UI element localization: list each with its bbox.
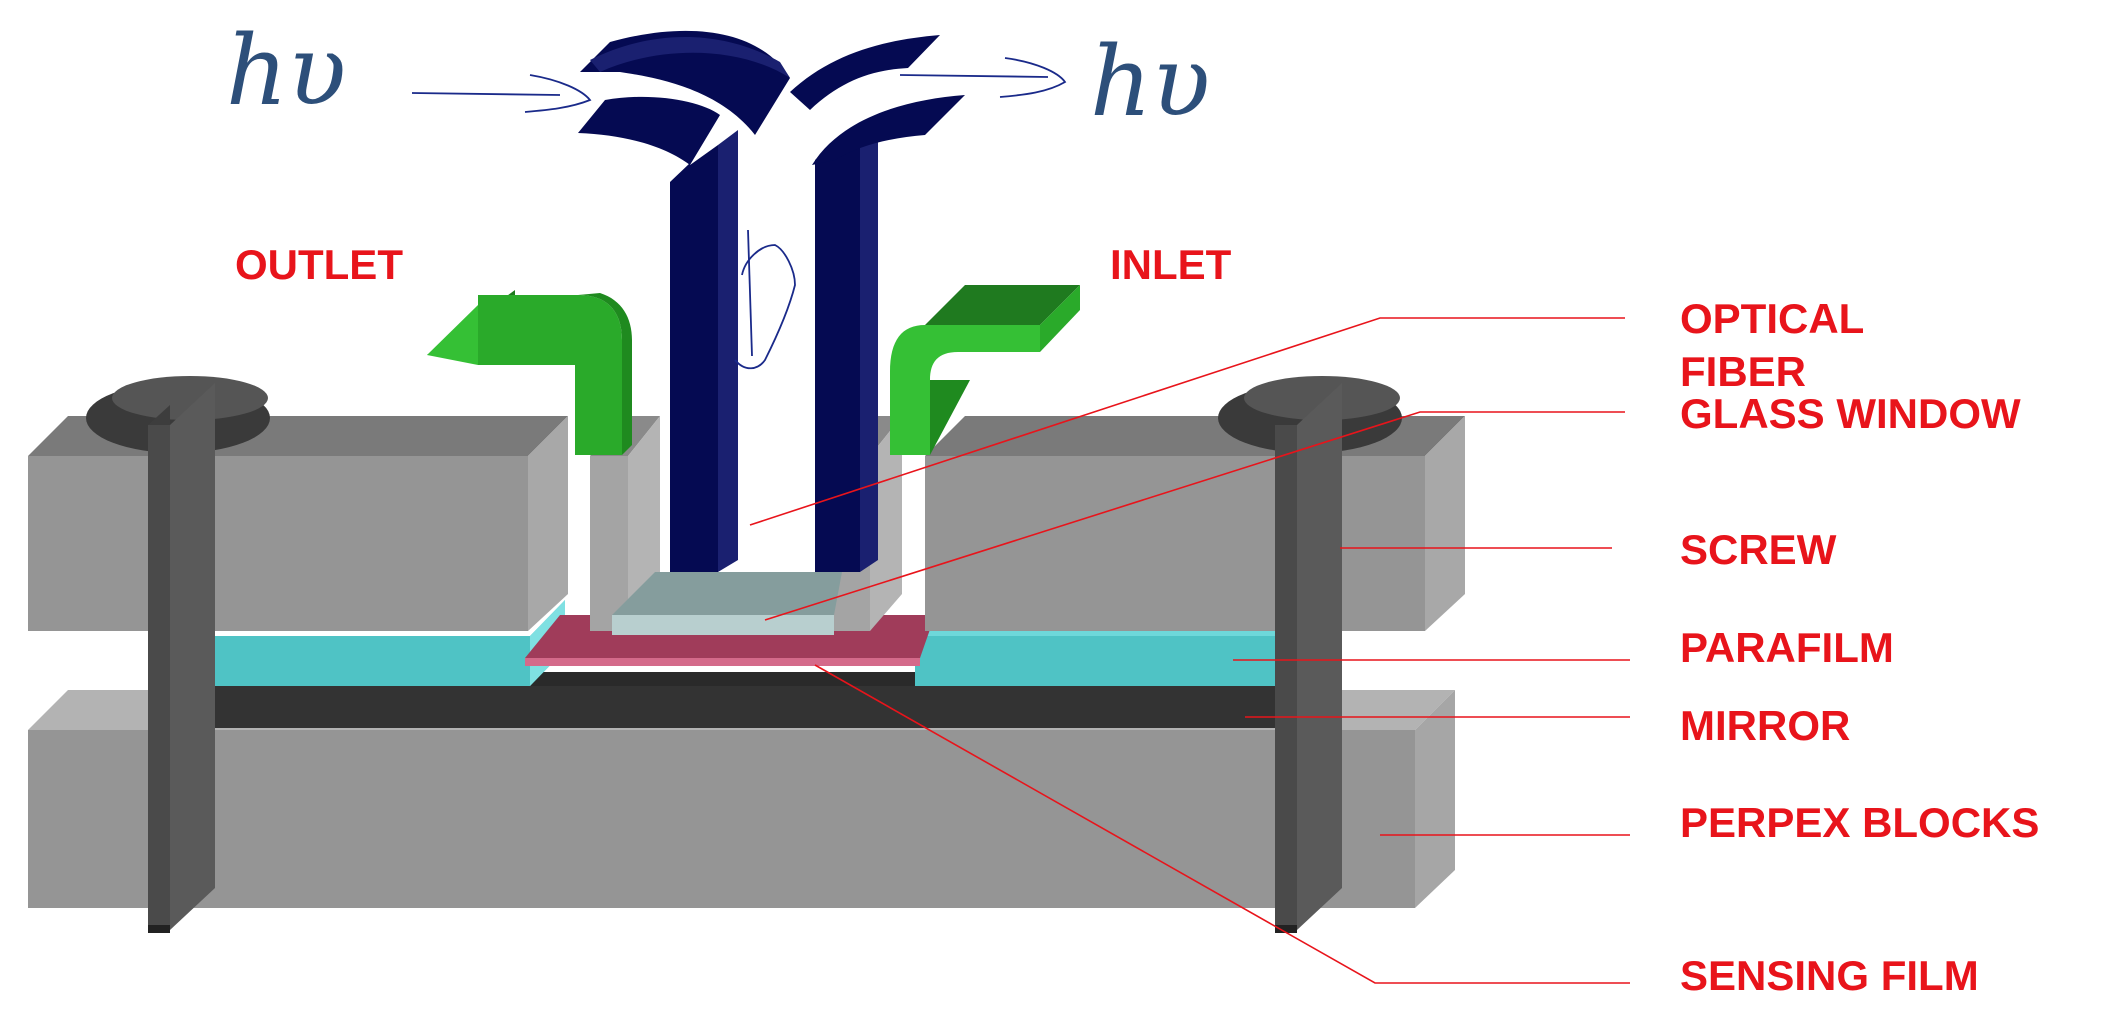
- right-screw: [1218, 376, 1402, 933]
- perpex-blocks-label: PERPEX BLOCKS: [1680, 799, 2039, 846]
- screw-label: SCREW: [1680, 526, 1837, 573]
- glass-window: [612, 572, 842, 635]
- optical-fiber-label-line1: OPTICAL: [1680, 295, 1864, 342]
- leader-sensing-film: [814, 664, 1630, 984]
- incident-light-arrow: [411, 74, 592, 113]
- leader-lines: [749, 317, 1630, 984]
- mirror-label: MIRROR: [1680, 702, 1850, 749]
- leader-glass-window: [764, 411, 1625, 621]
- top-left-perpex-block: [28, 416, 568, 631]
- optical-fiber-label-line2: FIBER: [1680, 348, 1806, 395]
- glass-window-label: GLASS WINDOW: [1680, 390, 2021, 437]
- top-right-perpex-block: [925, 416, 1465, 631]
- outlet-label: OUTLET: [235, 241, 403, 288]
- photon-left-text: hυ: [226, 15, 346, 127]
- inlet-label: INLET: [1110, 241, 1232, 288]
- optical-fiber: [578, 30, 965, 572]
- leader-optical-fiber: [749, 317, 1625, 526]
- inlet-arrow: [890, 285, 1080, 455]
- left-screw: [86, 376, 270, 933]
- reflection-arrow-inside-fiber: [734, 229, 796, 370]
- reflected-light-arrow: [899, 57, 1067, 98]
- outlet-arrow: [427, 290, 632, 455]
- photon-right-text: hυ: [1090, 26, 1210, 138]
- sensing-film-label: SENSING FILM: [1680, 952, 1979, 999]
- parafilm-label: PARAFILM: [1680, 624, 1894, 671]
